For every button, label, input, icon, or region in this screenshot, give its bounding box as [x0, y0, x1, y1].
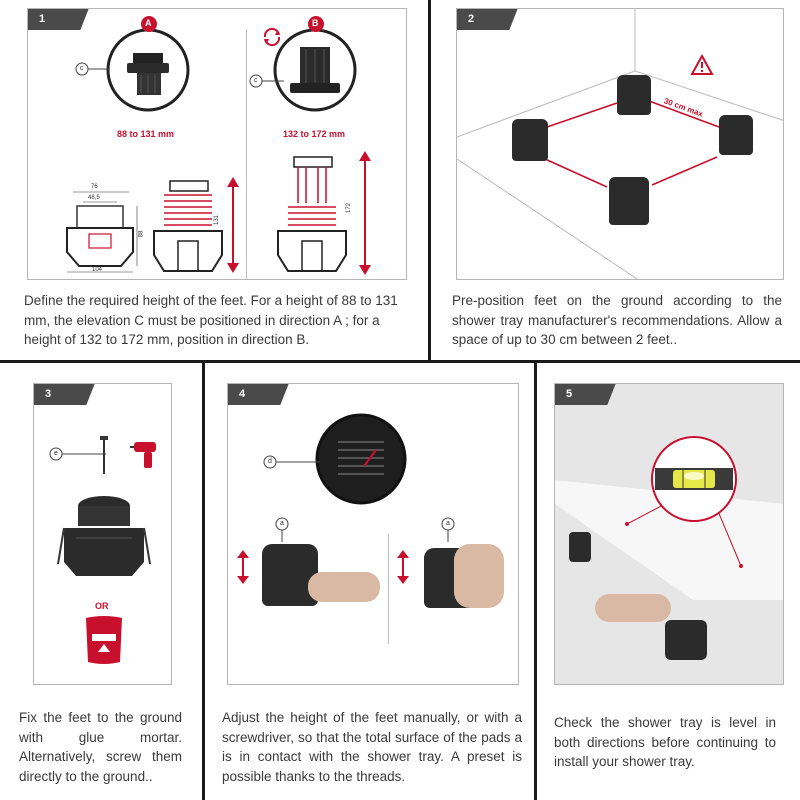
variant-a-assembled-foot — [153, 180, 223, 272]
dim-inner-width: 48,5 — [88, 195, 100, 201]
step-4-panel: 4 d a — [205, 363, 534, 800]
variant-b-letter: B — [312, 18, 319, 28]
step-4-illustration: 4 d a — [227, 383, 519, 685]
foot-left — [512, 119, 548, 161]
step-5-illustration: 5 — [554, 383, 784, 685]
step-5-panel: 5 Check the shower tray is level in both… — [537, 363, 800, 800]
foot-technical-drawing — [66, 191, 138, 273]
variant-b-marker-icon — [308, 16, 324, 32]
pad-a2-pointer — [441, 517, 455, 542]
dim-height-max-b: 172 — [346, 202, 353, 214]
divider-bottom-right — [534, 362, 537, 800]
spirit-level-icon — [651, 436, 737, 522]
step-4-separator — [388, 534, 389, 644]
step-4-caption: Adjust the height of the feet manually, … — [222, 710, 522, 784]
height-arrow-right — [397, 550, 409, 584]
step-3-foot-drawing — [57, 496, 151, 576]
step-4-number: 4 — [228, 384, 289, 405]
variant-b-part-label: c — [254, 77, 258, 84]
foot-spacing-arrows — [544, 100, 720, 188]
rotate-arrows-icon — [263, 27, 281, 47]
step-5-caption: Check the shower tray is level in both d… — [554, 715, 776, 770]
variant-a-part-pointer — [75, 62, 110, 76]
divider-bottom-left — [202, 362, 205, 800]
step-4-part-label-a1: a — [280, 520, 284, 527]
variant-a-foot-drawing — [106, 28, 190, 112]
variant-b-part-pointer — [249, 74, 284, 88]
dim-height-a: 88 — [138, 230, 145, 238]
drill-icon — [130, 442, 156, 468]
variant-b-range: 132 to 172 mm — [283, 129, 346, 139]
or-label: OR — [95, 601, 109, 611]
step-2-number: 2 — [457, 9, 518, 30]
step-3-illustration: 3 e OR — [33, 383, 172, 685]
dim-base-width: 104 — [92, 267, 103, 273]
variant-b-foot-drawing — [273, 28, 357, 112]
foot-right — [719, 115, 753, 155]
foot-under-tray-front — [665, 620, 707, 660]
foot-back — [617, 75, 651, 115]
step-2-illustration: 2 30 cm max — [456, 8, 784, 280]
step-2-panel: 2 30 cm max Pre-position feet on the gro… — [431, 0, 800, 360]
pad-a1-pointer — [275, 517, 289, 542]
foot-front — [609, 177, 649, 225]
level-pointer-lines — [625, 503, 743, 568]
variant-a-range: 88 to 131 mm — [117, 129, 175, 139]
step-4-part-label-a2: a — [446, 520, 450, 527]
height-arrow-a — [227, 177, 239, 273]
step-3-caption: Fix the feet to the ground with glue mor… — [19, 710, 182, 784]
thread-pointer — [263, 455, 320, 469]
step-4-part-label-d: d — [268, 458, 272, 465]
height-arrow-left — [237, 550, 249, 584]
step-1-caption: Define the required height of the feet. … — [24, 293, 398, 348]
step-1-number: 1 — [28, 9, 89, 30]
step-1-illustration: 1 A c 88 to 131 mm — [27, 8, 407, 280]
dim-top-width: 76 — [91, 184, 98, 190]
foot-manual-adjust — [262, 544, 318, 606]
height-arrow-b — [359, 151, 371, 275]
variant-a-letter: A — [145, 18, 152, 28]
hand-right — [454, 544, 504, 608]
step-1-separator — [246, 29, 247, 279]
step-1-panel: 1 A c 88 to 131 mm — [0, 0, 428, 360]
step-3-part-label: e — [54, 450, 58, 457]
hand-left — [308, 572, 380, 602]
thread-detail-zoom — [315, 413, 407, 505]
screw-icon — [100, 436, 108, 474]
foot-under-tray-back — [569, 532, 591, 562]
variant-b-assembled-foot — [277, 156, 347, 272]
divider-horizontal — [0, 360, 800, 363]
dim-height-max-a: 131 — [214, 214, 221, 226]
variant-a-marker-icon — [141, 16, 157, 32]
step-5-number: 5 — [555, 384, 616, 405]
step-2-caption: Pre-position feet on the ground accordin… — [452, 293, 782, 348]
warning-icon — [690, 53, 714, 75]
screw-pointer — [49, 447, 106, 461]
divider-top-vertical — [428, 0, 431, 362]
hand-holding-tray — [595, 594, 671, 622]
glue-mortar-bag-icon — [86, 616, 122, 664]
step-3-panel: 3 e OR Fix the feet to th — [0, 363, 202, 800]
floor-corner-lines — [457, 9, 783, 279]
step-3-number: 3 — [34, 384, 95, 405]
variant-a-part-label: c — [80, 65, 84, 72]
